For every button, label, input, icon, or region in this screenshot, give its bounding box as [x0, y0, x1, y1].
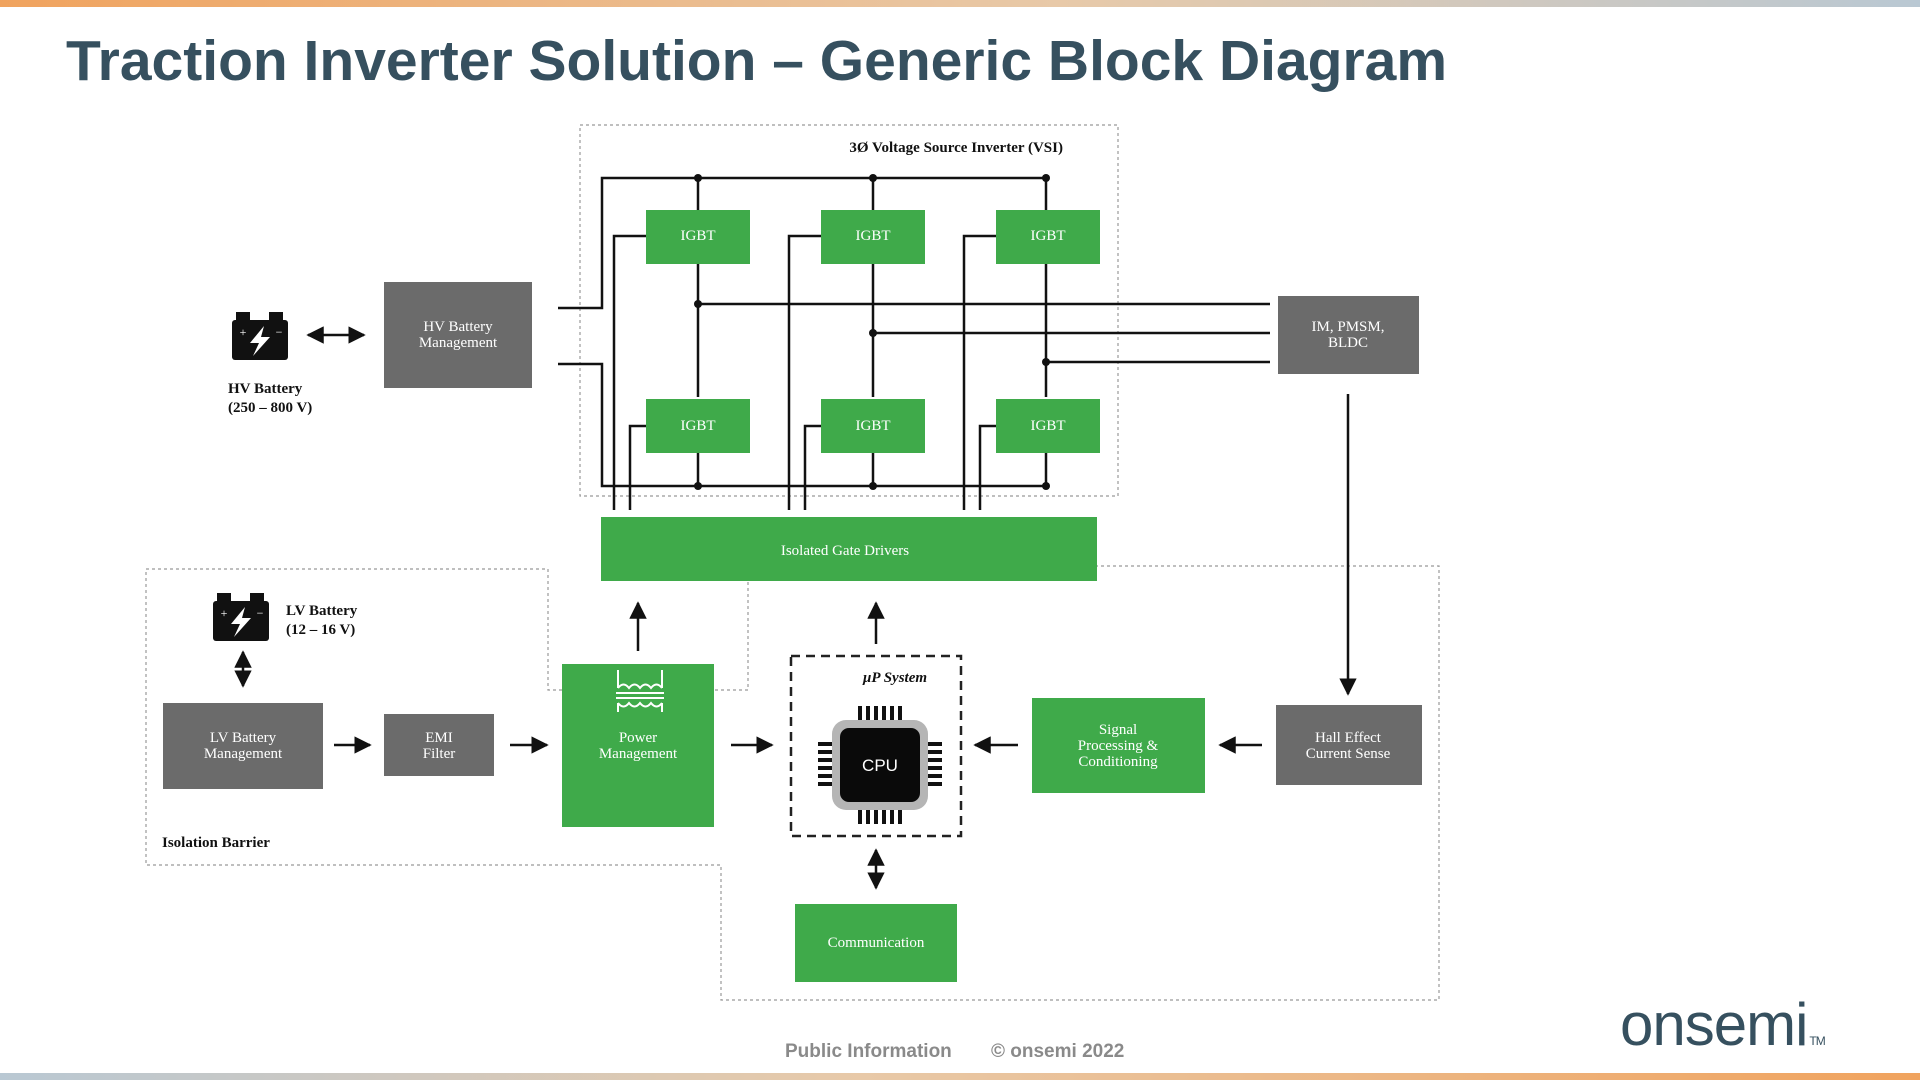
- svg-text:−: −: [257, 606, 264, 620]
- hv-battery-icon: + −: [232, 312, 288, 360]
- signal-processing-line2: Processing &: [1078, 738, 1159, 754]
- hv-battery-management-line1: HV Battery: [423, 319, 493, 335]
- bottom-accent-bar: [0, 1073, 1920, 1080]
- hv-battery-management-line2: Management: [419, 335, 498, 351]
- igbt-block: [646, 399, 750, 453]
- igbt-block: [996, 399, 1100, 453]
- svg-text:−: −: [276, 325, 283, 339]
- top-accent-bar: [0, 0, 1920, 7]
- footer-public-information: Public Information: [785, 1041, 952, 1062]
- igbt-label: IGBT: [1031, 418, 1066, 434]
- hall-effect-line1: Hall Effect: [1315, 730, 1382, 746]
- lv-battery-management-line2: Management: [204, 746, 283, 762]
- hv-battery-range: (250 – 800 V): [228, 400, 312, 416]
- cpu-icon: [818, 706, 942, 824]
- emi-filter-block: [384, 714, 494, 776]
- lv-battery-management-line1: LV Battery: [210, 730, 277, 746]
- igbt-block: [821, 399, 925, 453]
- logo-trademark: TM: [1809, 1034, 1825, 1048]
- lv-battery-icon: + −: [213, 593, 269, 641]
- lv-battery-management-block: [163, 703, 323, 789]
- signal-processing-block: [1032, 698, 1205, 793]
- signal-processing-line1: Signal: [1099, 722, 1137, 738]
- igbt-group: IGBT IGBT IGBT IGBT IGBT IGBT: [646, 210, 1100, 453]
- igbt-block: [821, 210, 925, 264]
- isolated-gate-drivers-label: Isolated Gate Drivers: [781, 543, 909, 559]
- svg-text:+: +: [240, 325, 247, 339]
- motor-label-line1: IM, PMSM,: [1312, 319, 1385, 335]
- communication-label: Communication: [828, 935, 925, 951]
- hv-battery-label: HV Battery: [228, 381, 303, 397]
- igbt-label: IGBT: [856, 418, 891, 434]
- emi-filter-line1: EMI: [425, 730, 453, 746]
- transformer-icon: [616, 670, 664, 712]
- hv-battery-management-block: [384, 282, 532, 388]
- emi-filter-line2: Filter: [423, 746, 456, 762]
- vsi-wiring: [558, 176, 1270, 510]
- vsi-junctions: [694, 174, 1050, 490]
- isolation-barrier-boundary: [145, 565, 1440, 1001]
- igbt-label: IGBT: [681, 418, 716, 434]
- vsi-boundary: [579, 124, 1119, 497]
- slide-title: Traction Inverter Solution – Generic Blo…: [66, 29, 1448, 93]
- lv-battery-label: LV Battery: [286, 603, 358, 619]
- hall-effect-sense-block: [1276, 705, 1422, 785]
- cpu-label: CPU: [862, 756, 898, 775]
- up-system-label: μP System: [862, 670, 927, 686]
- communication-block: [795, 904, 957, 982]
- igbt-block: [996, 210, 1100, 264]
- motor-label-line2: BLDC: [1328, 335, 1368, 351]
- up-system-boundary: [789, 654, 963, 838]
- igbt-block: [646, 210, 750, 264]
- igbt-label: IGBT: [1031, 228, 1066, 244]
- isolation-barrier-label: Isolation Barrier: [162, 835, 270, 851]
- igbt-label: IGBT: [681, 228, 716, 244]
- footer-copyright: © onsemi 2022: [991, 1041, 1125, 1062]
- isolated-gate-drivers-block: [601, 517, 1097, 581]
- lv-battery-range: (12 – 16 V): [286, 622, 355, 638]
- motor-block: [1278, 296, 1419, 374]
- power-management-line1: Power: [619, 730, 657, 746]
- signal-processing-line3: Conditioning: [1078, 754, 1158, 770]
- svg-text:+: +: [221, 606, 228, 620]
- vsi-label: 3Ø Voltage Source Inverter (VSI): [849, 140, 1063, 156]
- power-management-block: [562, 664, 714, 827]
- igbt-label: IGBT: [856, 228, 891, 244]
- hall-effect-line2: Current Sense: [1306, 746, 1391, 762]
- power-management-line2: Management: [599, 746, 678, 762]
- logo-text: onsemi: [1620, 991, 1808, 1058]
